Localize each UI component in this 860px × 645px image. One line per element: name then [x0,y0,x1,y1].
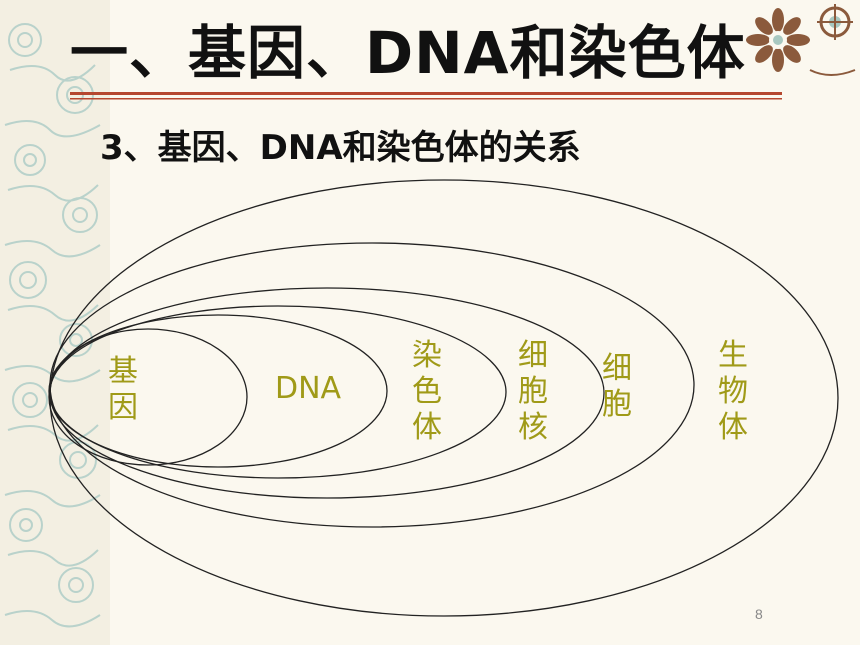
label-char: 体 [718,410,748,445]
label-gene: 基因 [108,354,138,425]
label-char: 色 [412,374,442,409]
label-char: 生 [718,338,748,373]
label-char: 基 [108,354,138,389]
page-number: 8 [755,606,763,622]
flower-ornament [746,4,856,76]
ellipse-chromosome [49,305,507,479]
title-underline [70,92,782,100]
label-char: 细 [518,338,548,373]
label-dna: DNA [275,371,342,406]
label-char: 细 [602,351,632,386]
label-chromosome: 染色体 [412,338,442,445]
ellipse-gene [48,328,248,466]
slide-subtitle: 3、基因、DNA和染色体的关系 [100,128,581,168]
label-organism: 生物体 [718,338,748,445]
label-char: 胞 [602,387,632,422]
label-char: 染 [412,338,442,373]
label-nucleus: 细胞核 [518,338,548,445]
slide-title: 一、基因、DNA和染色体 [70,19,746,87]
ellipse-cell [49,242,695,528]
label-char: 核 [518,410,548,445]
label-char: 胞 [518,374,548,409]
label-cell: 细胞 [602,351,632,422]
label-char: 体 [412,410,442,445]
label-char: 物 [718,374,748,409]
label-char: 因 [108,390,138,425]
